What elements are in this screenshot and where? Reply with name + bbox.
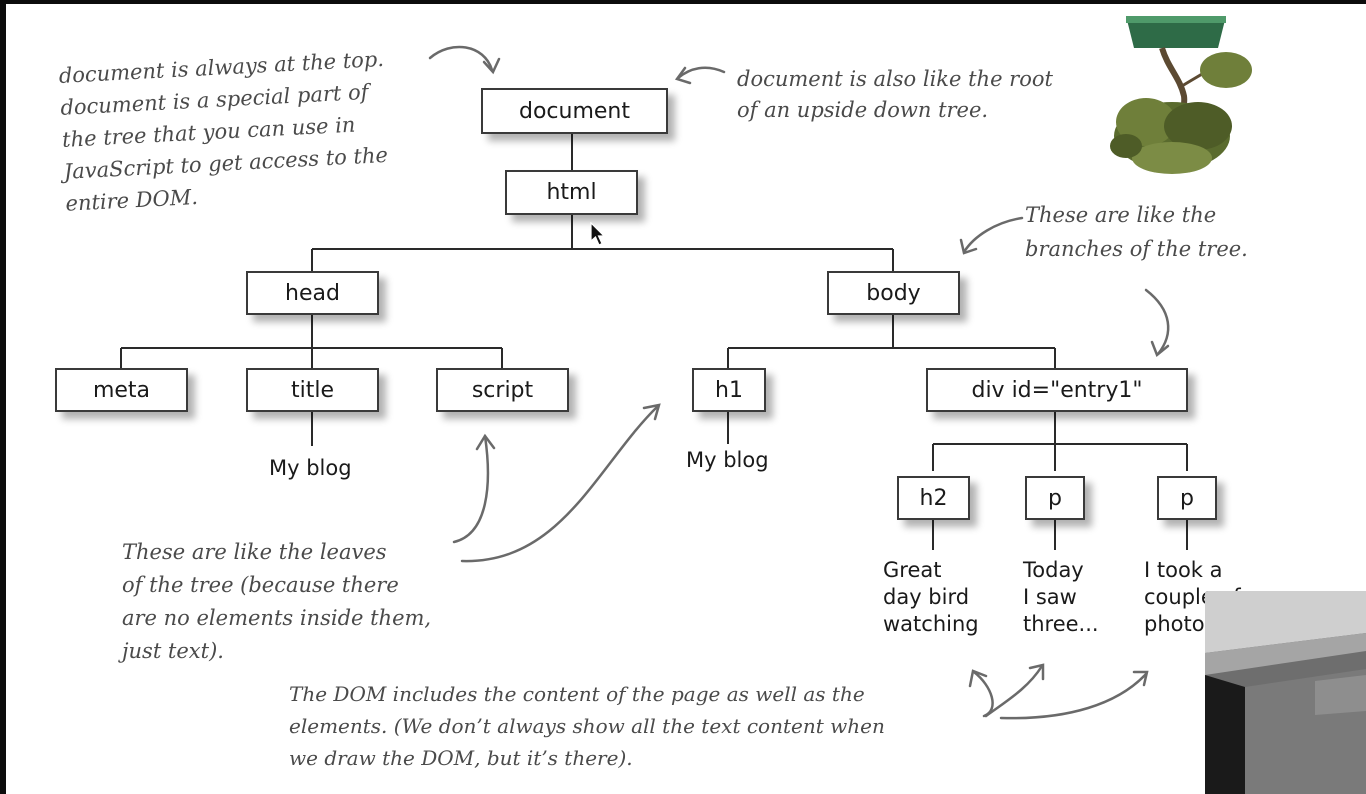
node-meta: meta xyxy=(55,368,188,412)
note-document-top: document is always at the top. document … xyxy=(58,46,389,216)
node-head: head xyxy=(246,271,379,315)
note-root: document is also like the root of an ups… xyxy=(737,67,1053,122)
upside-down-tree-icon xyxy=(1110,16,1252,174)
node-h1: h1 xyxy=(692,368,766,412)
text-node-title: My blog xyxy=(269,456,352,480)
node-script: script xyxy=(436,368,569,412)
tree-connectors xyxy=(120,45,1188,720)
note-leaves: These are like the leaves of the tree (b… xyxy=(122,540,432,663)
webcam-overlay xyxy=(1205,591,1366,794)
node-html: html xyxy=(505,170,638,215)
node-document: document xyxy=(481,88,668,134)
node-body: body xyxy=(827,271,960,315)
mouse-pointer-icon xyxy=(590,222,606,246)
node-p-1: p xyxy=(1025,476,1085,520)
note-dom-content: The DOM includes the content of the page… xyxy=(289,682,885,770)
dom-tree-slide: document html head body meta title scrip… xyxy=(6,4,1366,794)
text-node-p-1: Today I saw three... xyxy=(1023,558,1099,636)
note-branches: These are like the branches of the tree. xyxy=(1025,203,1248,261)
node-p-2: p xyxy=(1157,476,1217,520)
node-div-entry1: div id="entry1" xyxy=(926,368,1188,412)
text-node-h1: My blog xyxy=(686,448,769,472)
node-h2: h2 xyxy=(897,476,970,520)
node-title: title xyxy=(246,368,379,412)
text-node-h2: Great day bird watching xyxy=(883,558,979,636)
